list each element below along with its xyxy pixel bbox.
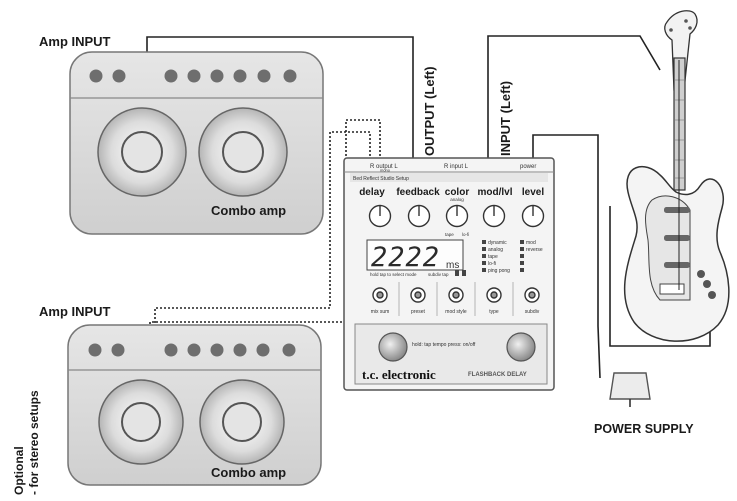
color-tick-tape: tape — [445, 232, 454, 237]
knob-label-mod: mod/lvl — [477, 187, 512, 198]
mode-label-lofi: lo-fi — [488, 261, 496, 267]
pedal-small-jacks — [372, 287, 540, 303]
pedal-jack-mono-label: mono — [380, 168, 391, 173]
pedal-jack-output-label: R output L — [370, 164, 398, 170]
speaker-right-top — [198, 107, 288, 197]
jack-label-4: type — [489, 309, 499, 315]
footswitch-right[interactable] — [506, 332, 536, 362]
jack-label-3: mod style — [445, 309, 467, 315]
knob-label-level: level — [522, 187, 544, 198]
label-stereo-setups: - for stereo setups — [27, 390, 41, 495]
delay-pedal: R output L mono R input L power Bed Refl… — [343, 157, 555, 391]
color-tick-lofi: lo-fi — [462, 232, 469, 237]
knob-label-color: color — [445, 187, 470, 198]
brand-logo: t.c. electronic — [362, 367, 436, 382]
mod-knob[interactable] — [482, 204, 506, 228]
mode-indicators: dynamic analog tape lo-fi ping pong mod … — [455, 240, 543, 276]
label-amp-input-bottom: Amp INPUT — [39, 304, 111, 319]
small-jack-2[interactable] — [410, 287, 426, 303]
small-jack-1[interactable] — [372, 287, 388, 303]
mode-label-pingpong: ping pong — [488, 268, 510, 274]
pedal-banner: Bed Reflect Studio Setup — [353, 176, 409, 182]
jack-label-2: preset — [411, 309, 426, 315]
pedal-knobs — [368, 204, 545, 228]
small-jack-5[interactable] — [524, 287, 540, 303]
knob-label-delay: delay — [359, 187, 385, 198]
speaker-left-top — [97, 107, 187, 197]
footswitch-caption: hold: tap tempo press: on/off — [412, 342, 476, 348]
label-optional: Optional — [12, 446, 26, 495]
pedal-jack-power-label: power — [520, 164, 536, 170]
knob-sublabel-analog: analog — [450, 197, 464, 202]
jack-label-1: mix sum — [371, 309, 390, 315]
display-caption-right: subdiv tap — [428, 272, 449, 277]
label-combo-amp-bottom: Combo amp — [211, 465, 286, 480]
mode-label-mod: mod — [526, 240, 536, 246]
label-output-left: OUTPUT (Left) — [422, 66, 437, 156]
electric-guitar — [623, 10, 730, 342]
mode-label-reverse: reverse — [526, 247, 543, 253]
mode-label-tape: tape — [488, 254, 498, 260]
amp-knobs-top — [89, 69, 297, 83]
combo-amp-top — [69, 51, 324, 235]
pedal-jack-input-label: R input L — [444, 164, 469, 170]
amp-knobs-bottom — [88, 343, 296, 357]
cable-input-left — [487, 35, 661, 160]
power-supply-unit — [609, 372, 651, 407]
mode-label-analog: analog — [488, 247, 503, 253]
speaker-right-bottom — [199, 379, 285, 465]
knob-label-feedback: feedback — [396, 187, 440, 198]
jack-label-5: subdiv — [525, 309, 540, 315]
level-knob[interactable] — [521, 204, 545, 228]
cable-stereo-top — [154, 131, 371, 340]
speaker-left-bottom — [98, 379, 184, 465]
label-input-left: INPUT (Left) — [498, 81, 513, 156]
combo-amp-bottom — [67, 324, 322, 486]
footswitch-left[interactable] — [378, 332, 408, 362]
product-name: FLASHBACK DELAY — [468, 372, 527, 378]
color-knob[interactable] — [445, 204, 469, 228]
small-jack-4[interactable] — [486, 287, 502, 303]
small-jack-3[interactable] — [448, 287, 464, 303]
delay-knob[interactable] — [368, 204, 392, 228]
display-caption-left: hold tap to select mode — [370, 272, 417, 277]
label-amp-input-top: Amp INPUT — [39, 34, 111, 49]
feedback-knob[interactable] — [407, 204, 431, 228]
label-power-supply: POWER SUPPLY — [594, 422, 694, 436]
label-combo-amp-top: Combo amp — [211, 203, 286, 218]
display-unit: ms — [446, 260, 459, 271]
cable-stereo-bottom — [149, 119, 381, 340]
delay-time-display: 2222 — [371, 242, 440, 273]
cable-power — [532, 134, 601, 379]
mode-label-dynamic: dynamic — [488, 240, 507, 246]
cables — [146, 35, 711, 379]
